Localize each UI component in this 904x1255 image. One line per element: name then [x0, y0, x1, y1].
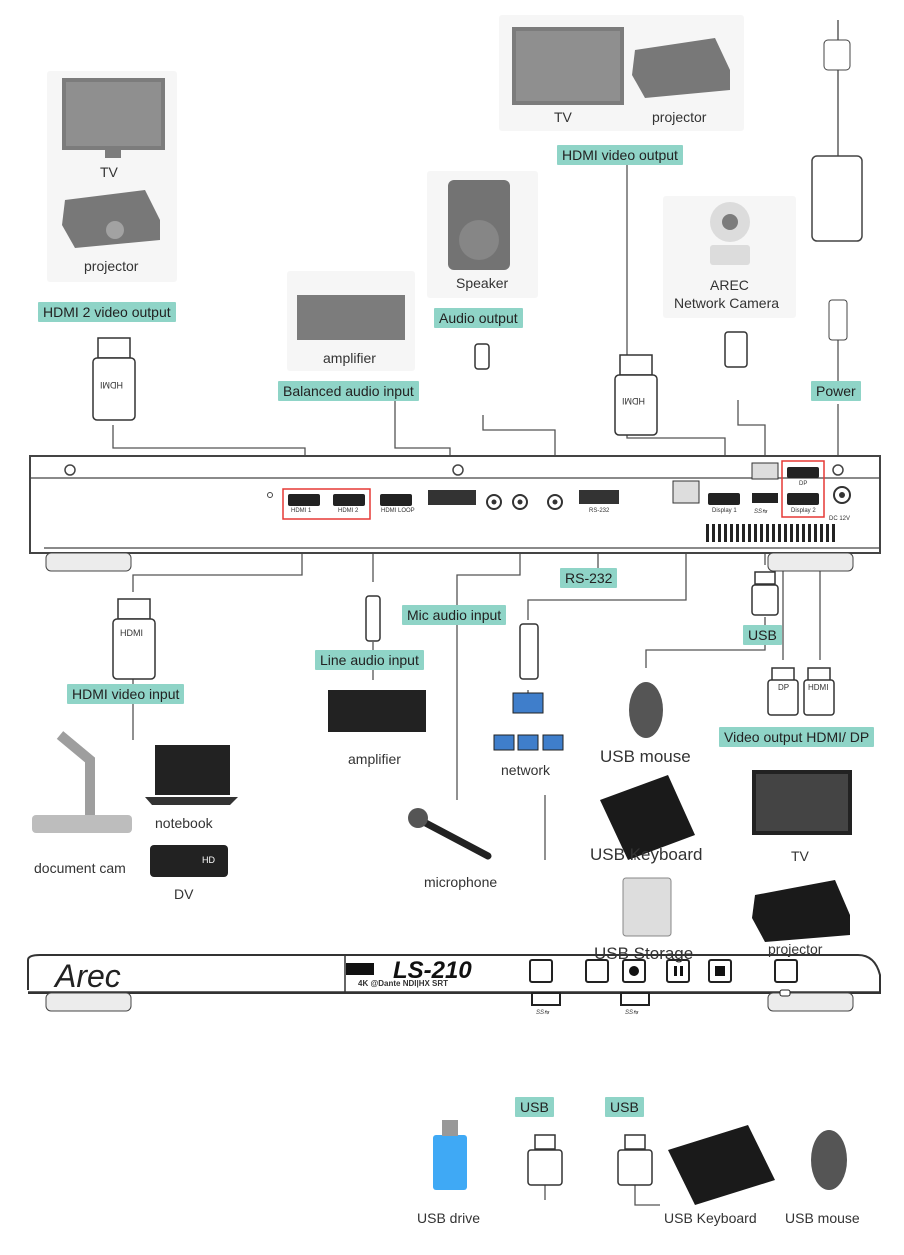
front-model: LS-210: [393, 957, 472, 984]
label-dv: DV: [174, 886, 194, 902]
port-hdmi-loop: HDMI LOOP: [381, 508, 415, 514]
front-ss-right: SS⇆: [625, 1010, 639, 1016]
tag-usb-front-right: USB: [605, 1097, 644, 1117]
tag-hdmi-video-input: HDMI video input: [67, 684, 185, 704]
port-dp: DP: [799, 481, 808, 487]
label-projector-right: projector: [768, 941, 823, 957]
port-hdmi1: HDMI 1: [291, 508, 312, 514]
label-tv-top: TV: [554, 109, 572, 125]
label-usb-drive: USB drive: [417, 1210, 481, 1226]
port-ss-rear: SS⇆: [754, 509, 768, 515]
label-usb-storage: USB Storage: [594, 944, 694, 963]
panel-amplifier-top: [287, 271, 415, 371]
front-brand-logo: Arec: [55, 958, 121, 994]
panel-tv-projector-left: [47, 71, 177, 282]
label-microphone: microphone: [424, 874, 498, 890]
label-notebook: notebook: [155, 815, 213, 831]
device-graphics: [32, 20, 863, 1205]
label-network: network: [501, 762, 551, 778]
front-ss-left: SS⇆: [536, 1010, 550, 1016]
connector-hdmi-top: HDMI: [622, 396, 645, 406]
label-usb-keyboard-front: USB Keyboard: [664, 1210, 757, 1226]
label-amplifier-bottom: amplifier: [348, 751, 401, 767]
connector-hdmi-display2: HDMI: [808, 683, 829, 692]
label-usb-keyboard: USB Keyboard: [590, 845, 703, 864]
label-usb-mouse: USB mouse: [600, 747, 691, 766]
label-projector-top-left: projector: [84, 258, 139, 274]
rear-chassis: [29, 455, 881, 572]
port-rs232: RS-232: [589, 508, 610, 514]
tag-usb-front-left: USB: [515, 1097, 554, 1117]
tag-line-audio: Line audio input: [315, 650, 424, 670]
port-display1: Display 1: [712, 508, 737, 514]
tag-rs232: RS-232: [560, 568, 618, 588]
port-dc: DC 12V: [829, 516, 851, 522]
tag-usb-rear: USB: [743, 625, 782, 645]
tag-hdmi-video-output: HDMI video output: [557, 145, 683, 165]
label-speaker: Speaker: [456, 275, 509, 291]
tag-hdmi2-output: HDMI 2 video output: [38, 302, 176, 322]
label-tv-top-left: TV: [100, 164, 118, 180]
front-features: 4K @Dante NDI|HX SRT: [358, 979, 449, 988]
front-chassis: [27, 954, 881, 1012]
label-camera-line2: Network Camera: [674, 295, 780, 311]
label-document-cam: document cam: [34, 860, 126, 876]
connector-hd-dv: HD: [202, 855, 215, 865]
tag-power: Power: [811, 381, 861, 401]
tag-mic-audio: Mic audio input: [402, 605, 507, 625]
panel-camera: [663, 196, 796, 318]
label-tv-right: TV: [791, 848, 809, 864]
connector-hdmi-input: HDMI: [120, 628, 143, 638]
tag-audio-output: Audio output: [434, 308, 523, 328]
tag-balanced-audio: Balanced audio input: [278, 381, 419, 401]
label-amplifier-top: amplifier: [323, 350, 376, 366]
panel-tv-projector-top: [499, 15, 744, 131]
connectors: [92, 331, 835, 1186]
label-camera-line1: AREC: [710, 277, 749, 293]
panel-speaker: [427, 171, 538, 298]
label-projector-top: projector: [652, 109, 707, 125]
connector-hdmi-top-left: HDMI: [100, 380, 123, 390]
connector-dp: DP: [778, 683, 790, 692]
tag-video-output-hdmi-dp: Video output HDMI/ DP: [719, 727, 875, 747]
port-display2: Display 2: [791, 508, 816, 514]
port-hdmi2: HDMI 2: [338, 508, 359, 514]
label-usb-mouse-front: USB mouse: [785, 1210, 860, 1226]
